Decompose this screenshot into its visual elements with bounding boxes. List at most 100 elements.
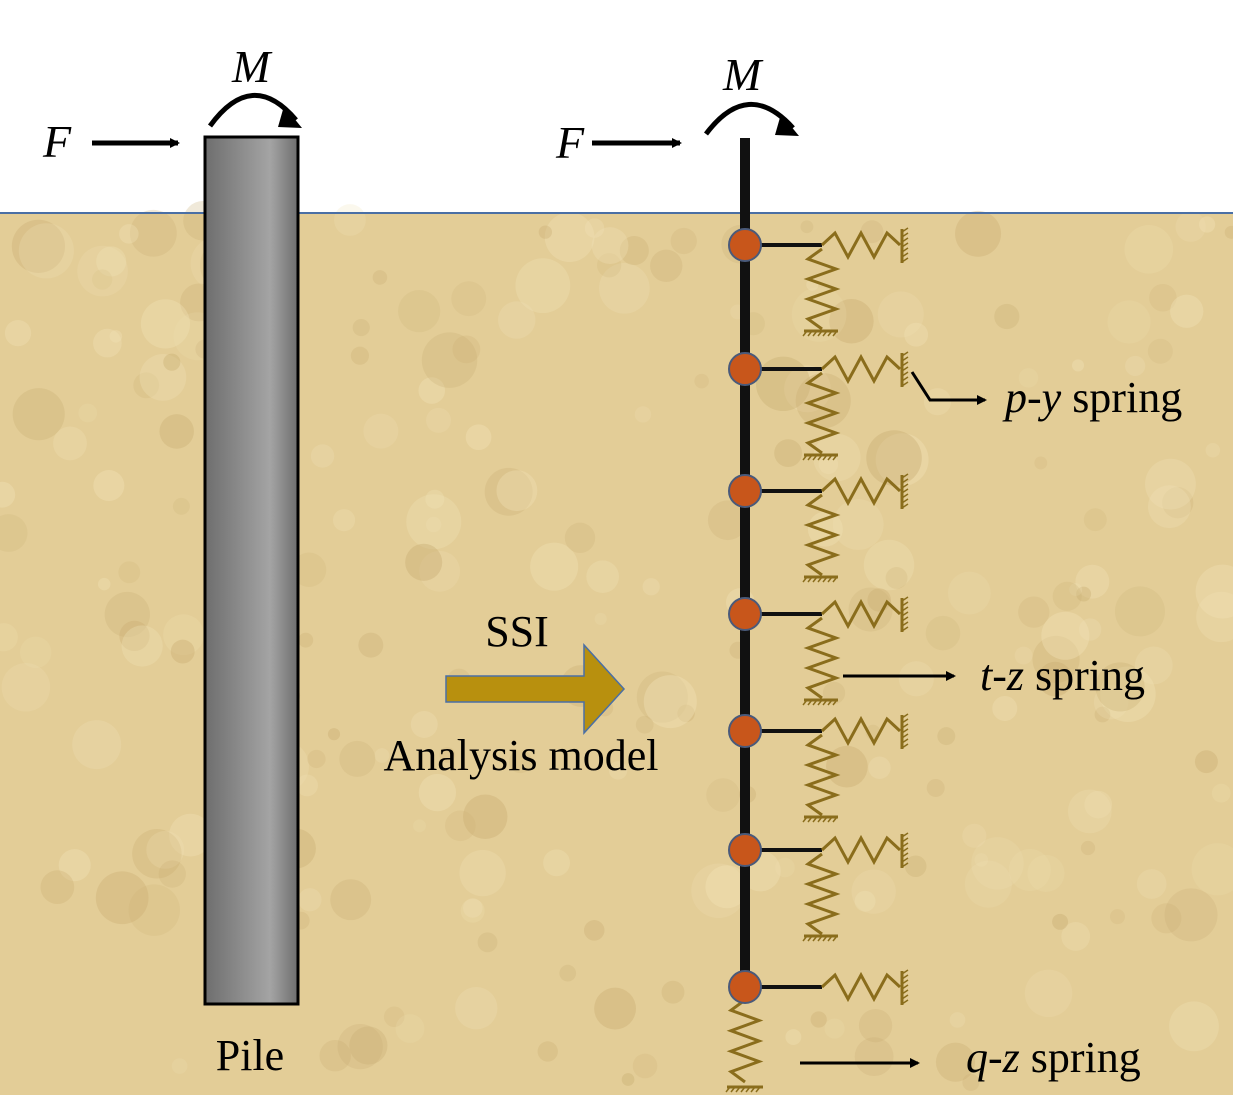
- support-hatch: [901, 257, 909, 263]
- soil-speckle: [1224, 225, 1233, 239]
- soil-speckle: [363, 413, 399, 449]
- soil-speckle: [352, 318, 370, 337]
- support-hatch: [812, 935, 818, 942]
- soil-speckle: [642, 578, 660, 596]
- tz-spring-word: spring: [1024, 651, 1145, 700]
- soil-speckle: [964, 860, 1012, 908]
- soil-speckle: [860, 220, 884, 244]
- support-hatch: [901, 738, 909, 744]
- py-spring: [820, 229, 902, 261]
- soil-speckle: [621, 1073, 635, 1086]
- soil-speckle: [1149, 283, 1177, 312]
- soil-speckle: [829, 299, 874, 344]
- soil-speckle: [410, 710, 438, 738]
- tz-spring-variable: t-z: [980, 651, 1024, 700]
- soil-speckle: [594, 612, 607, 626]
- soil-speckle: [868, 756, 891, 779]
- support-hatch: [901, 483, 909, 489]
- soil-speckle: [848, 587, 893, 632]
- soil-speckle: [1052, 581, 1082, 611]
- soil-speckle: [425, 516, 442, 533]
- py-spring: [820, 834, 902, 866]
- support-hatch: [901, 989, 909, 995]
- soil-speckle: [129, 209, 177, 257]
- soil-speckle: [172, 497, 190, 515]
- soil-speckle: [1094, 706, 1111, 723]
- support-hatch: [901, 381, 909, 387]
- spring-set: [745, 351, 909, 461]
- soil-speckle: [418, 377, 446, 404]
- soil-speckle: [1041, 611, 1090, 660]
- support-hatch: [901, 994, 909, 1000]
- soil-speckle: [439, 746, 456, 763]
- py-spring: [820, 475, 902, 507]
- soil-speckle: [707, 500, 748, 541]
- soil-speckle: [484, 467, 533, 516]
- soil-speckle: [53, 426, 87, 461]
- soil-speckle: [1037, 661, 1073, 697]
- soil-speckle: [1061, 922, 1091, 951]
- soil-speckle: [291, 552, 327, 587]
- support-hatch: [832, 699, 838, 706]
- soil-speckle: [994, 303, 1020, 330]
- support-hatch: [832, 935, 838, 942]
- support-hatch: [802, 576, 808, 583]
- support-hatch: [832, 576, 838, 583]
- support-hatch: [901, 361, 909, 367]
- soil-speckle: [584, 218, 605, 238]
- soil-speckle: [163, 353, 181, 371]
- soil-speckle: [92, 269, 113, 290]
- soil-speckle: [634, 406, 652, 423]
- soil-speckle: [1136, 869, 1167, 899]
- soil-speckle: [159, 414, 194, 449]
- support-hatch: [901, 371, 909, 377]
- soil-speckle: [497, 301, 536, 339]
- support-hatch: [807, 576, 813, 583]
- soil-speckle: [1083, 508, 1107, 532]
- support-hatch: [827, 699, 833, 706]
- support-hatch: [901, 979, 909, 985]
- model-node: [728, 833, 762, 867]
- soil-speckle: [591, 227, 629, 264]
- support-hatch: [812, 454, 818, 461]
- py-spring-label: p-y spring: [1002, 373, 1182, 422]
- py-spring: [820, 598, 902, 630]
- soil-speckle: [583, 920, 605, 941]
- support-hatch: [901, 601, 909, 607]
- soil-speckle: [18, 223, 74, 279]
- support-hatch: [730, 1086, 736, 1093]
- moment-arrowhead-left: [278, 106, 302, 128]
- soil-speckle: [1018, 368, 1039, 388]
- soil-speckle: [544, 212, 595, 262]
- support-hatch: [832, 330, 838, 337]
- soil-speckle: [774, 439, 803, 468]
- soil-speckle: [594, 987, 636, 1030]
- soil-speckle: [1084, 790, 1113, 819]
- soil-speckle: [635, 715, 654, 734]
- soil-speckle: [1052, 913, 1069, 930]
- soil-speckle: [1027, 854, 1065, 892]
- soil-speckle: [465, 424, 492, 451]
- support-hatch: [807, 330, 813, 337]
- support-hatch: [827, 576, 833, 583]
- soil-speckle: [854, 1037, 894, 1077]
- support-hatch: [901, 366, 909, 372]
- soil-speckle: [1095, 662, 1145, 712]
- soil-speckle: [119, 224, 139, 244]
- support-hatch: [901, 743, 909, 749]
- soil-speckle: [923, 388, 952, 416]
- soil-speckle: [298, 632, 314, 648]
- soil-speckle: [95, 871, 149, 925]
- soil-speckle: [1071, 359, 1085, 372]
- soil-speckle: [349, 1026, 388, 1065]
- soil-speckle: [459, 849, 506, 897]
- tz-spring: [803, 493, 841, 577]
- soil-speckle: [139, 354, 187, 401]
- soil-speckle: [19, 636, 52, 669]
- soil-speckle: [1134, 646, 1173, 685]
- support-hatch: [750, 1086, 756, 1093]
- py-spring: [820, 715, 902, 747]
- soil-speckle: [395, 1014, 425, 1044]
- soil-speckle: [898, 661, 934, 697]
